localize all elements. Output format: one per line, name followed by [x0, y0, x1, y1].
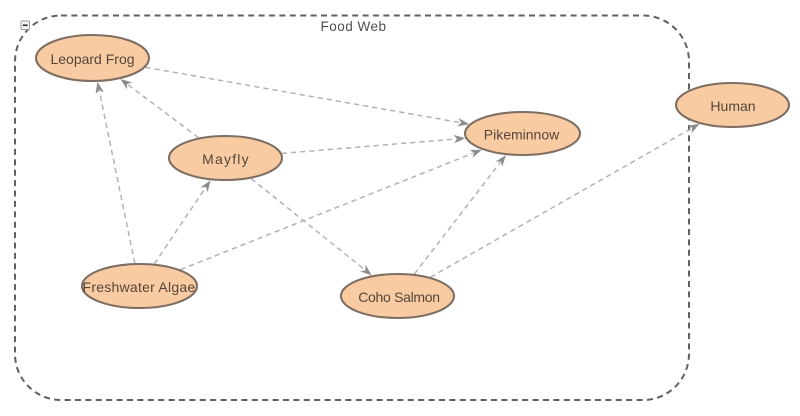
svg-text:Leopard Frog: Leopard Frog — [50, 51, 134, 67]
svg-text:Human: Human — [710, 98, 755, 114]
svg-text:Food Web: Food Web — [320, 19, 386, 34]
svg-text:Coho Salmon: Coho Salmon — [358, 289, 440, 305]
svg-text:Freshwater Algae: Freshwater Algae — [83, 279, 196, 295]
svg-text:Pikeminnow: Pikeminnow — [484, 127, 560, 143]
svg-text:Mayfly: Mayfly — [202, 151, 250, 167]
